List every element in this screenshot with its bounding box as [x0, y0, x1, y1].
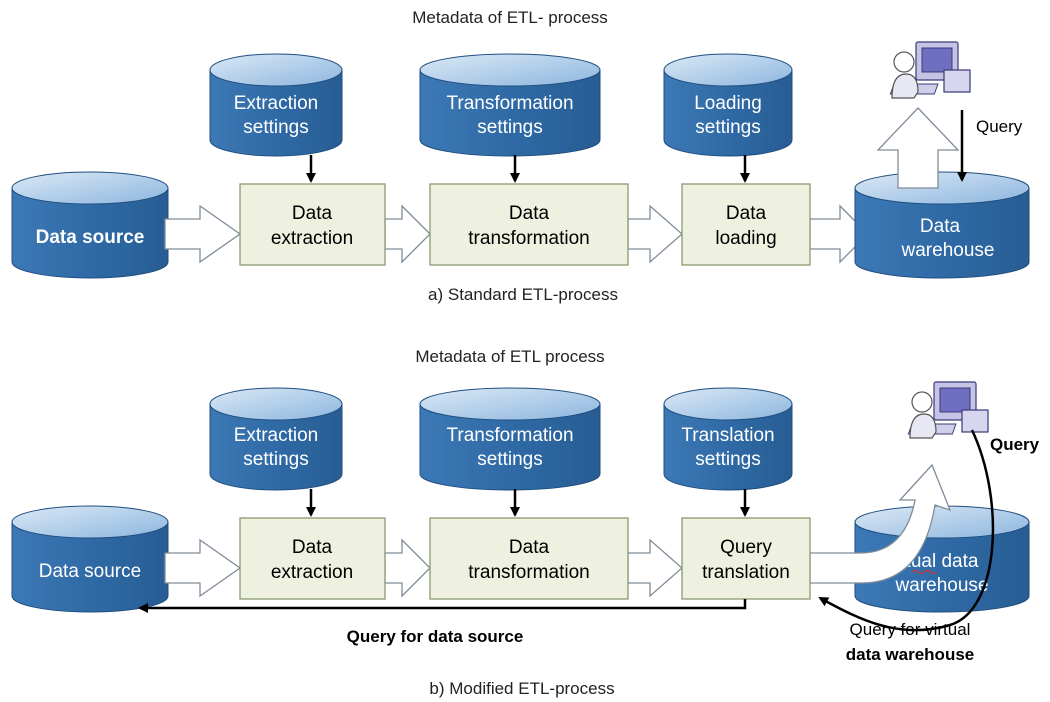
- flow-arrow-b-3: [627, 538, 683, 598]
- flow-arrow-b-2: [384, 538, 431, 598]
- data-loading-label-1-a: Data: [726, 203, 767, 224]
- translation-settings-label-1-b: Translation: [681, 425, 774, 446]
- loading-settings-label-1-a: Loading: [694, 93, 762, 114]
- caption-b: b) Modified ETL-process: [429, 679, 614, 698]
- data-transformation-label-2-b: transformation: [468, 562, 589, 583]
- flow-arrow-a-4: [809, 204, 869, 264]
- panel-b: Metadata of ETL process Extraction setti…: [11, 347, 1040, 698]
- extraction-settings-cylinder-a: Extraction settings: [209, 53, 343, 157]
- data-warehouse-label-2-a: warehouse: [901, 240, 995, 261]
- extraction-settings-cylinder-b: Extraction settings: [209, 387, 343, 491]
- virtual-warehouse-label-2-b: warehouse: [895, 575, 989, 596]
- user-computer-icon-a: [889, 41, 971, 99]
- query-translation-label-2-b: translation: [702, 562, 790, 583]
- metadata-title-b: Metadata of ETL process: [415, 347, 604, 366]
- flow-arrow-b-1: [164, 538, 242, 598]
- panel-a: Metadata of ETL- process Extraction sett…: [11, 8, 1030, 304]
- query-for-virtual-label-2: data warehouse: [846, 645, 975, 664]
- query-for-virtual-label-1: Query for virtual: [850, 620, 971, 639]
- data-transformation-label-2-a: transformation: [468, 228, 589, 249]
- query-label-b: Query: [990, 435, 1040, 454]
- data-extraction-box-b: Data extraction: [239, 517, 386, 600]
- data-loading-label-2-a: loading: [715, 228, 776, 249]
- query-translation-box-b: Query translation: [681, 517, 811, 600]
- data-transformation-label-1-b: Data: [509, 537, 550, 558]
- data-source-cylinder-a: Data source: [11, 171, 169, 279]
- user-computer-icon-b: [907, 381, 989, 439]
- query-source-arrow-b: [138, 599, 747, 613]
- data-transformation-label-1-a: Data: [509, 203, 550, 224]
- extraction-settings-label-2-a: settings: [243, 117, 308, 138]
- data-extraction-label-1-b: Data: [292, 537, 333, 558]
- data-extraction-box-a: Data extraction: [239, 183, 386, 266]
- data-loading-box-a: Data loading: [681, 183, 811, 266]
- transformation-settings-label-2-b: settings: [477, 449, 542, 470]
- data-extraction-label-2-a: extraction: [271, 228, 353, 249]
- data-extraction-label-2-b: extraction: [271, 562, 353, 583]
- transformation-settings-cylinder-a: Transformation settings: [419, 53, 601, 157]
- data-transformation-box-a: Data transformation: [429, 183, 629, 266]
- query-label-a: Query: [976, 117, 1023, 136]
- flow-arrow-a-1: [164, 204, 242, 264]
- query-curve-arrow-b: [818, 429, 995, 632]
- data-transformation-box-b: Data transformation: [429, 517, 629, 600]
- data-extraction-label-1-a: Data: [292, 203, 333, 224]
- extraction-settings-label-2-b: settings: [243, 449, 308, 470]
- up-arrow-a: [876, 107, 960, 189]
- translation-settings-label-2-b: settings: [695, 449, 760, 470]
- query-translation-label-1-b: Query: [720, 537, 772, 558]
- flow-arrow-a-2: [384, 204, 431, 264]
- query-for-source-label: Query for data source: [347, 627, 524, 646]
- curved-up-arrow-b: [809, 463, 952, 584]
- caption-a: a) Standard ETL-process: [428, 285, 618, 304]
- transformation-settings-cylinder-b: Transformation settings: [419, 387, 601, 491]
- transformation-settings-label-1-a: Transformation: [446, 93, 573, 114]
- data-source-label-b: Data source: [39, 561, 141, 582]
- virtual-warehouse-label-1-b: tual data: [906, 551, 979, 572]
- data-source-label-a: Data source: [36, 227, 145, 248]
- transformation-settings-label-2-a: settings: [477, 117, 542, 138]
- data-warehouse-label-1-a: Data: [920, 216, 961, 237]
- loading-settings-label-2-a: settings: [695, 117, 760, 138]
- flow-arrow-a-3: [627, 204, 683, 264]
- loading-settings-cylinder-a: Loading settings: [663, 53, 793, 157]
- data-source-cylinder-b: Data source: [11, 505, 169, 613]
- transformation-settings-label-1-b: Transformation: [446, 425, 573, 446]
- translation-settings-cylinder-b: Translation settings: [663, 387, 793, 491]
- extraction-settings-label-1-b: Extraction: [234, 425, 318, 446]
- metadata-title-a: Metadata of ETL- process: [412, 8, 608, 27]
- data-warehouse-cylinder-a: Data warehouse: [854, 171, 1030, 279]
- extraction-settings-label-1-a: Extraction: [234, 93, 318, 114]
